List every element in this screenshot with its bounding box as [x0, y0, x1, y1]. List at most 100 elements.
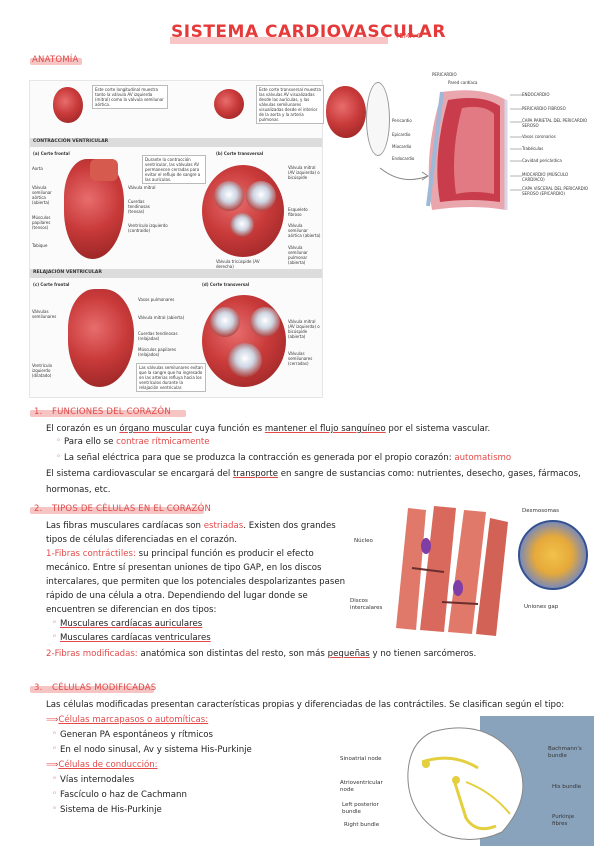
conduction-figure: Sinoatrial node Atrioventricular node Le… — [340, 716, 594, 846]
label-right-bundle: Right bundle — [344, 822, 380, 828]
s1-line-2: El sistema cardiovascular se encargará d… — [46, 468, 581, 480]
label-desmosomas: Desmosomas — [522, 508, 560, 514]
text: por el sistema vascular. — [385, 424, 491, 434]
cardiac-cells-figure: Núcleo Discos intercalares Desmosomas Un… — [346, 494, 594, 644]
label-aortic-valve-open: Válvula semilunar aórtica (abierta) — [32, 185, 52, 205]
section-1: 1. FUNCIONES DEL CORAZÓN — [30, 407, 190, 419]
s1-bullet-1: Para ello se contrae rítmicamente — [64, 436, 210, 448]
bullet-dot: ◦ — [52, 632, 58, 642]
section-anatomia: ANATOMÍA — [30, 55, 90, 67]
heart-transverse-contracted — [202, 165, 284, 257]
s2-bullet-1: Musculares cardíacas auriculares — [60, 619, 203, 629]
section-1-number: 1. — [34, 407, 43, 417]
label-mitral-open: Válvula mitral (abierta) — [138, 315, 185, 320]
page-title: SISTEMA CARDIOVASCULAR — [171, 22, 446, 42]
text-red: automatismo — [454, 453, 512, 463]
label-lv-dilated: Ventrículo izquierdo (dilatado) — [32, 363, 53, 378]
strip-relaxation-label: RELAJACIÓN VENTRICULAR — [33, 270, 102, 275]
valves-figure: Este corte longitudinal muestra tanto la… — [29, 80, 324, 398]
label-aorta: Aorta — [32, 166, 43, 171]
label-purkinje: Purkinje fibres — [552, 814, 575, 827]
s3-line-1: Las células modificadas presentan caract… — [46, 700, 565, 710]
label-endocardio: Endocardio — [392, 156, 415, 161]
text-red: 1-Fibras contráctiles: — [46, 549, 136, 559]
text: cuya función es — [191, 424, 265, 434]
s3-h1-bullet-1: Generan PA espontáneos y rítmicos — [60, 730, 213, 740]
section-3-label: CÉLULAS MODIFICADAS — [52, 683, 157, 693]
text-underlined: Células de conducción: — [58, 760, 158, 770]
heart-small — [326, 86, 366, 138]
section-highlight — [30, 58, 82, 65]
label-cavidad-pericardica: Cavidad pericárdica — [522, 158, 562, 163]
text-red: estriadas — [203, 521, 244, 531]
label-mitral-b: Válvula mitral (AV izquierda) o bicúspid… — [288, 165, 320, 180]
s2-line-7: encuentren se diferencian en dos tipos: — [46, 605, 217, 615]
label-endocardio-r: ENDOCARDIO — [522, 92, 550, 97]
s1-line-3: hormonas, etc. — [46, 485, 111, 495]
s2-line-2: tipos de células diferenciadas en el cor… — [46, 535, 238, 545]
label-discos: Discos intercalares — [350, 598, 383, 611]
label-semilunar-c: Válvulas semilunares — [32, 309, 57, 319]
label-mitral-d: Válvula mitral (AV izquierda) o bicúspid… — [288, 319, 320, 339]
pericardium-figure: Pericardio Epicardio Miocardio Endocardi… — [322, 68, 594, 218]
section-highlight — [30, 507, 204, 514]
strip-relaxation: RELAJACIÓN VENTRICULAR — [30, 269, 322, 278]
bullet-dot: ◦ — [52, 618, 58, 628]
s3-h2-bullet-1: Vías internodales — [60, 775, 135, 785]
section-2: 2. TIPOS DE CÉLULAS EN EL CORAZÓN — [30, 504, 211, 516]
s2-bullet-2: Musculares cardíacas ventriculares — [60, 633, 211, 643]
text-red: contrae rítmicamente — [116, 437, 210, 447]
arrow-zoom — [379, 167, 429, 181]
s3-h2-bullet-2: Fascículo o haz de Cachmann — [60, 790, 187, 800]
s3-heading-2: ⟹Células de conducción: — [46, 759, 158, 771]
label-semilunar-closed: Válvulas semilunares (cerradas) — [288, 351, 313, 366]
text-underlined: pequeñas — [327, 649, 370, 659]
label-mitral: Válvula mitral — [128, 185, 156, 190]
section-3: 3. CÉLULAS MODIFICADAS — [30, 683, 158, 695]
heart-wall-layers — [426, 90, 508, 210]
valve-tricuspid-open — [250, 307, 280, 337]
label-pericardio: Pericardio — [392, 118, 412, 123]
label-uniones-gap: Uniones gap — [524, 604, 559, 610]
section-3-number: 3. — [34, 683, 43, 693]
s1-line-1: El corazón es un órgano muscular cuya fu… — [46, 423, 490, 435]
label-sinoatrial: Sinoatrial node — [340, 756, 382, 762]
text: Las fibras musculares cardíacas son — [46, 521, 204, 531]
label-chordae-relaxed: Cuerdas tendinosas (relajadas) — [138, 331, 178, 341]
s2-line-6: rápido de una célula a otra. Dependiendo… — [46, 591, 308, 601]
label-pericardio-fibroso: PERICARDIO FIBROSO — [522, 106, 566, 111]
label-bachmann: Bachmann's bundle — [548, 746, 582, 759]
panel-a-title: (a) Corte frontal — [33, 151, 70, 156]
label-pulmonary-b: Válvula semilunar pulmonar (abierta) — [288, 245, 308, 265]
zoom-circle — [366, 82, 390, 156]
label-miocardio-r: MIOCARDIO (MÚSCULO CARDÍACO) — [522, 172, 569, 182]
bullet-dot: ◦ — [52, 804, 58, 814]
leader-lines — [510, 94, 522, 191]
text: su principal función es producir el efec… — [135, 549, 314, 559]
bullet-dot: ◦ — [56, 436, 62, 446]
arrow-marker: ⟹ — [46, 760, 59, 770]
s2-line-5: intercalares, que permiten que los poten… — [46, 577, 346, 587]
s1-bullet-2: La señal eléctrica para que se produzca … — [64, 452, 511, 464]
panel-b-title: (b) Corte transversal — [216, 151, 264, 156]
bullet-dot: ◦ — [56, 452, 62, 462]
heart-frontal-relaxed — [68, 289, 134, 387]
heart-longitudinal-thumbnail — [53, 87, 83, 123]
label-lv-contracted: Ventrículo izquierdo (contraído) — [128, 223, 168, 233]
panel-c-title: (c) Corte frontal — [33, 282, 70, 287]
valve-semilunar-closed — [228, 343, 262, 377]
gap-junction-zoom — [518, 520, 588, 590]
bullet-dot: ◦ — [52, 729, 58, 739]
s3-h2-bullet-3: Sistema de His-Purkinje — [60, 805, 162, 815]
arrow-marker: ⟹ — [46, 715, 59, 725]
label-fibrous-skeleton: Esqueleto fibroso — [288, 207, 308, 217]
s3-h1-bullet-2: En el nodo sinusal, Av y sistema His-Pur… — [60, 745, 252, 755]
title-highlight — [170, 37, 388, 44]
label-capa-visceral: CAPA VISCERAL DEL PERICARDIO SEROSO (EPI… — [522, 186, 589, 196]
label-trabeculas: Trabéculas — [522, 146, 544, 151]
s2-line-1: Las fibras musculares cardíacas son estr… — [46, 520, 336, 532]
aorta-shape — [90, 159, 118, 181]
text: anatómica son distintas del resto, son m… — [137, 649, 328, 659]
strip-contraction-label: CONTRACCIÓN VENTRICULAR — [33, 139, 109, 144]
strip-contraction: CONTRACCIÓN VENTRICULAR — [30, 138, 322, 147]
